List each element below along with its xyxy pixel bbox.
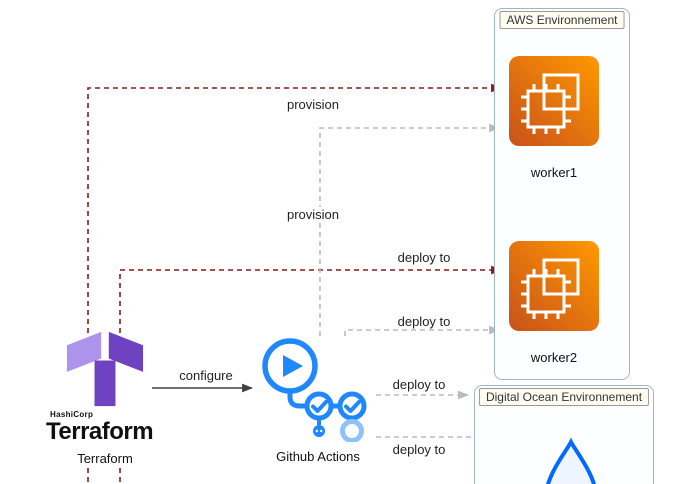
worker1-node: worker1 xyxy=(508,55,600,180)
edge-label-deploy-2: deploy to xyxy=(394,314,454,329)
terraform-logo-icon xyxy=(66,331,144,407)
github-actions-label: Github Actions xyxy=(276,449,360,464)
aws-cluster-label: AWS Environnement xyxy=(499,11,625,29)
github-actions-icon xyxy=(262,338,367,443)
worker2-node: worker2 xyxy=(508,240,600,365)
hashicorp-logo-text: HashiCorp xyxy=(50,410,94,419)
digitalocean-droplet-icon xyxy=(546,437,596,484)
edge-label-configure: configure xyxy=(176,368,236,383)
edge-label-deploy-4: deploy to xyxy=(389,442,449,457)
terraform-wordmark: Terraform xyxy=(46,418,154,445)
aws-ec2-instance-icon xyxy=(509,241,599,331)
edge-label-deploy-1: deploy to xyxy=(394,250,454,265)
terraform-label: Terraform xyxy=(77,451,133,467)
edge-label-provision-2: provision xyxy=(283,207,343,222)
edge-label-provision-1: provision xyxy=(283,97,343,112)
aws-ec2-instance-icon xyxy=(509,56,599,146)
worker1-label: worker1 xyxy=(530,165,578,180)
github-actions-node: Github Actions xyxy=(258,336,378,464)
digitalocean-cluster-label: Digital Ocean Environnement xyxy=(478,388,650,406)
edge-deploy-worker1 xyxy=(319,123,501,336)
edge-label-deploy-3: deploy to xyxy=(389,377,449,392)
terraform-node: HashiCorp Terraform Terraform xyxy=(38,330,172,466)
worker2-label: worker2 xyxy=(530,350,578,365)
